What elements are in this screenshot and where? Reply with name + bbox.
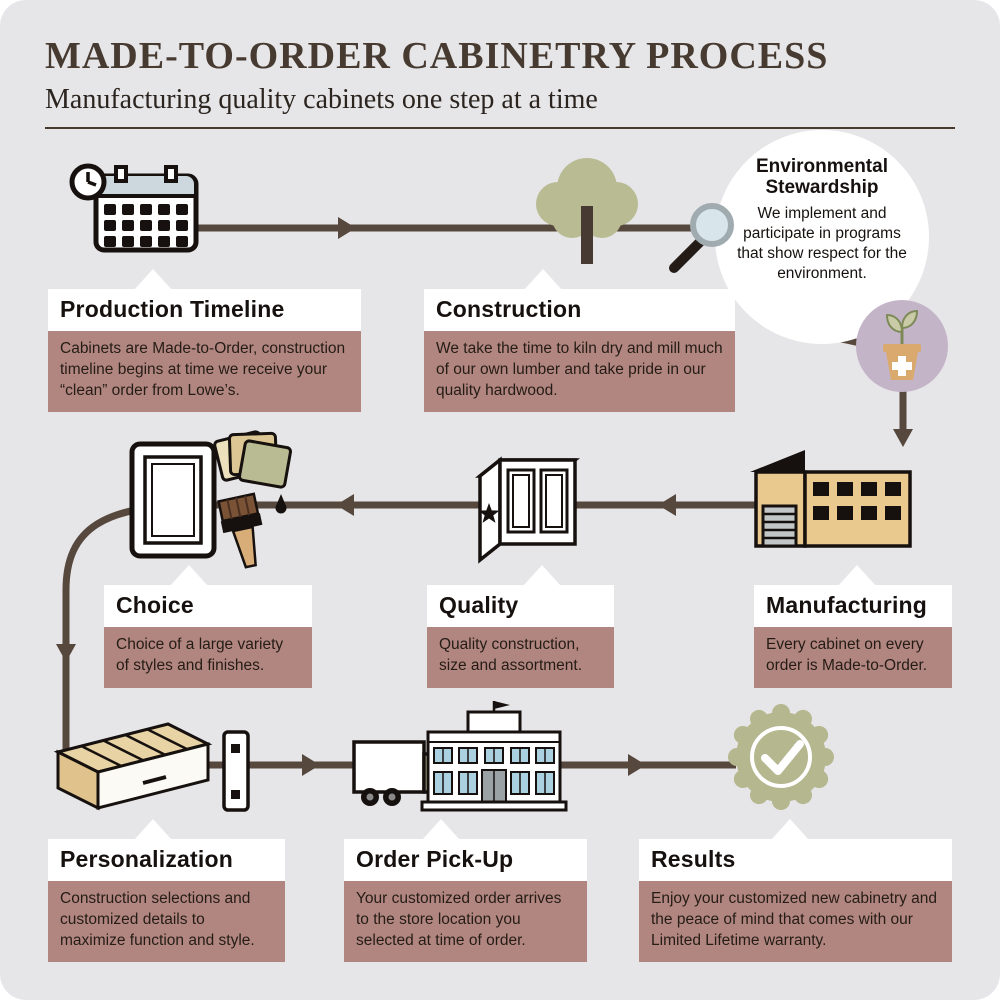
store-icon bbox=[420, 701, 568, 812]
step-title: Choice bbox=[104, 585, 312, 627]
step-desc: Construction selections and customized d… bbox=[48, 881, 285, 963]
page-title: MADE-TO-ORDER CABINETRY PROCESS bbox=[45, 35, 829, 77]
hinge-panel-icon bbox=[222, 730, 250, 812]
pointer-up-icon bbox=[170, 565, 208, 586]
step-title: Production Timeline bbox=[48, 289, 361, 331]
step-title: Results bbox=[639, 839, 952, 881]
drawer-icon bbox=[53, 722, 250, 812]
magnifier-icon bbox=[669, 203, 734, 273]
bubble-title-line1: Environmental bbox=[756, 156, 888, 177]
bubble-title: Environmental Stewardship bbox=[715, 156, 929, 199]
arrow-down-icon bbox=[56, 644, 76, 662]
paint-drip-icon bbox=[275, 494, 287, 514]
door-swatches-paintbrush-icon bbox=[129, 430, 292, 569]
calendar-clock-icon bbox=[69, 163, 199, 253]
plant-pot-badge bbox=[856, 300, 948, 392]
step-production-timeline: Production Timeline Cabinets are Made-to… bbox=[48, 269, 361, 413]
paintbrush-icon bbox=[217, 492, 263, 569]
step-desc: We take the time to kiln dry and mill mu… bbox=[424, 331, 735, 413]
step-results: Results Enjoy your customized new cabine… bbox=[639, 819, 952, 963]
step-title: Order Pick-Up bbox=[344, 839, 587, 881]
color-swatches-icon bbox=[213, 430, 292, 489]
pointer-up-icon bbox=[771, 819, 809, 840]
checkmark-seal-icon bbox=[728, 704, 834, 810]
step-choice: Choice Choice of a large variety of styl… bbox=[104, 565, 312, 688]
pointer-up-icon bbox=[134, 819, 172, 840]
flag-icon bbox=[494, 701, 510, 709]
arrow-right-icon bbox=[302, 754, 320, 776]
step-title: Quality bbox=[427, 585, 614, 627]
page-subtitle: Manufacturing quality cabinets one step … bbox=[45, 84, 598, 115]
plant-pot-icon bbox=[883, 309, 921, 380]
step-desc: Choice of a large variety of styles and … bbox=[104, 627, 312, 688]
step-desc: Quality construction, size and assortmen… bbox=[427, 627, 614, 688]
step-title: Construction bbox=[424, 289, 735, 331]
arrow-left-icon bbox=[336, 494, 354, 516]
drawer-handle bbox=[142, 775, 167, 785]
pointer-up-icon bbox=[838, 565, 876, 586]
step-quality: Quality Quality construction, size and a… bbox=[427, 565, 614, 688]
arrow-left-icon bbox=[658, 494, 676, 516]
step-manufacturing: Manufacturing Every cabinet on every ord… bbox=[754, 565, 952, 688]
star-icon bbox=[478, 503, 500, 523]
checkmark-icon bbox=[761, 740, 804, 775]
arrow-down-icon bbox=[893, 429, 913, 447]
step-desc: Cabinets are Made-to-Order, construction… bbox=[48, 331, 361, 413]
step-desc: Every cabinet on every order is Made-to-… bbox=[754, 627, 952, 688]
factory-icon bbox=[750, 450, 912, 548]
pointer-up-icon bbox=[524, 269, 562, 290]
step-title: Manufacturing bbox=[754, 585, 952, 627]
pointer-up-icon bbox=[523, 565, 561, 586]
arrow-right-icon bbox=[628, 754, 646, 776]
cabinet-star-icon bbox=[475, 456, 580, 564]
step-title: Personalization bbox=[48, 839, 285, 881]
bubble-title-line2: Stewardship bbox=[765, 177, 879, 199]
pointer-up-icon bbox=[422, 819, 460, 840]
bubble-body: We implement and participate in programs… bbox=[737, 204, 907, 282]
step-personalization: Personalization Construction selections … bbox=[48, 819, 285, 963]
step-desc: Your customized order arrives to the sto… bbox=[344, 881, 587, 963]
tree-icon bbox=[536, 158, 638, 264]
arrow-right-icon bbox=[338, 217, 356, 239]
step-order-pickup: Order Pick-Up Your customized order arri… bbox=[344, 819, 587, 963]
pointer-up-icon bbox=[134, 269, 172, 290]
header-divider bbox=[45, 127, 955, 129]
cabinet-door-icon bbox=[129, 441, 217, 559]
step-desc: Enjoy your customized new cabinetry and … bbox=[639, 881, 952, 963]
step-construction: Construction We take the time to kiln dr… bbox=[424, 269, 735, 413]
